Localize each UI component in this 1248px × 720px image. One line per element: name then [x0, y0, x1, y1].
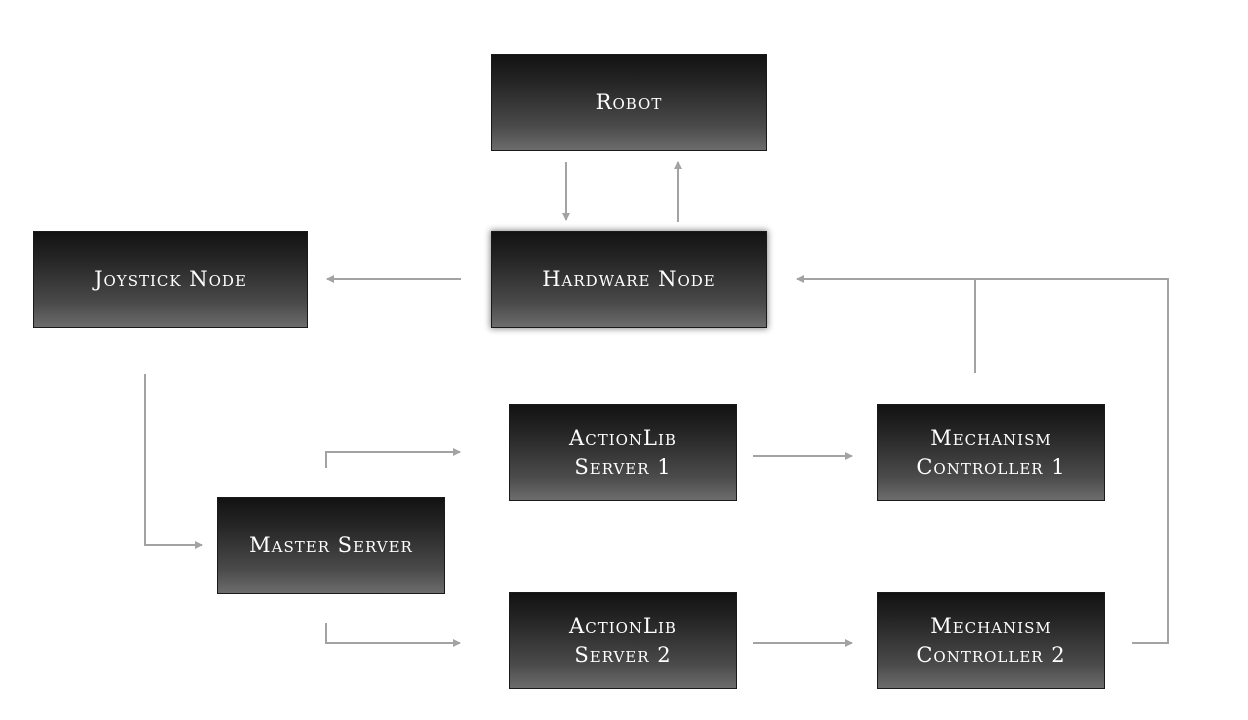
hardware-node: Hardware Node — [491, 231, 767, 328]
robot-node-label: Robot — [595, 90, 663, 114]
mechanism-controller-2-label: Mechanism Controller 2 — [916, 613, 1066, 667]
joystick-node-label: Joystick Node — [94, 267, 247, 291]
joystick-node: Joystick Node — [33, 231, 308, 328]
arrow-joystick-to-master — [144, 374, 203, 549]
robot-node: Robot — [491, 54, 767, 151]
master-server-label: Master Server — [249, 533, 413, 557]
arrow-mechanism2-to-hardware — [796, 275, 1169, 644]
actionlib-server-1-node: ActionLib Server 1 — [509, 404, 737, 501]
actionlib-server-1-label: ActionLib Server 1 — [569, 425, 677, 479]
hardware-node-label: Hardware Node — [542, 267, 716, 291]
arrow-master-to-actionlib1 — [325, 448, 461, 468]
mechanism-controller-1-label: Mechanism Controller 1 — [916, 425, 1066, 479]
master-server-node: Master Server — [217, 497, 445, 594]
actionlib-server-2-label: ActionLib Server 2 — [569, 613, 677, 667]
mechanism-controller-2-node: Mechanism Controller 2 — [877, 592, 1105, 689]
arrow-master-to-actionlib2 — [325, 623, 461, 647]
mechanism-controller-1-node: Mechanism Controller 1 — [877, 404, 1105, 501]
actionlib-server-2-node: ActionLib Server 2 — [509, 592, 737, 689]
